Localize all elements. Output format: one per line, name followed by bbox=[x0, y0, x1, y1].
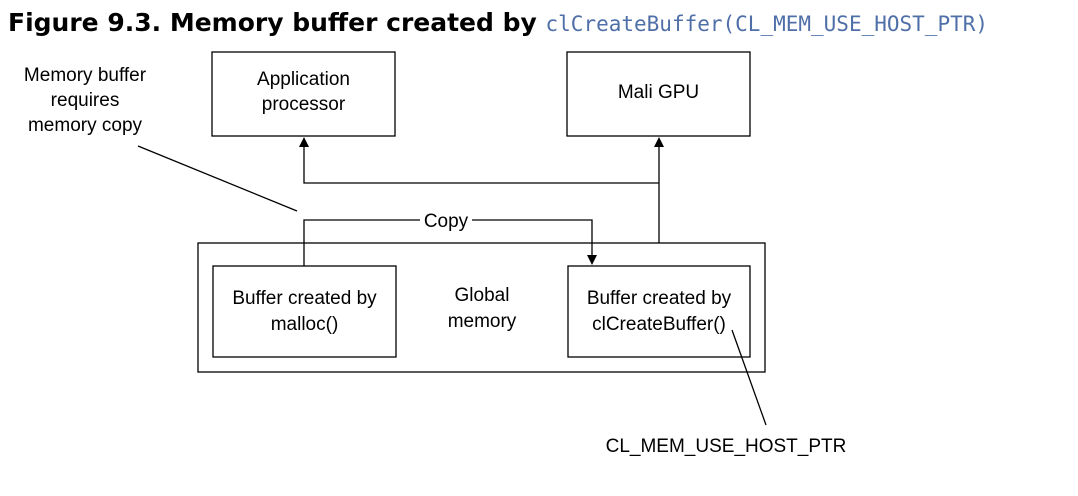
gpu-up-arrowhead bbox=[654, 137, 664, 147]
memory-copy-note-line-2: requires bbox=[51, 90, 120, 111]
caption-code: clCreateBuffer(CL_MEM_USE_HOST_PTR) bbox=[546, 12, 989, 36]
copy-path-line-right bbox=[472, 219, 593, 256]
malloc-buffer-box bbox=[212, 265, 397, 358]
malloc-buffer-node: Buffer created by malloc() bbox=[212, 265, 397, 358]
memory-copy-note-line-1: Memory buffer bbox=[24, 65, 147, 86]
figure-caption: Figure 9.3. Memory buffer created by clC… bbox=[8, 8, 988, 37]
app-processor-label-line-1: Application bbox=[257, 69, 350, 90]
caption-prefix: Figure 9.3. Memory buffer created by bbox=[8, 8, 546, 37]
copy-path-line-left bbox=[303, 219, 420, 266]
global-memory-label-line-2: memory bbox=[448, 311, 517, 332]
processor-bus-arrowhead bbox=[299, 137, 309, 147]
app-processor-box bbox=[211, 51, 396, 137]
host-ptr-note: CL_MEM_USE_HOST_PTR bbox=[606, 436, 847, 457]
mali-gpu-box bbox=[566, 51, 751, 137]
cl-buffer-label-line-1: Buffer created by bbox=[587, 288, 732, 309]
mali-gpu-label: Mali GPU bbox=[618, 82, 699, 103]
mali-gpu-node: Mali GPU bbox=[566, 51, 751, 137]
copy-arrowhead bbox=[587, 255, 597, 265]
cl-buffer-node: Buffer created by clCreateBuffer() bbox=[567, 265, 751, 358]
processor-bus-line bbox=[303, 146, 659, 184]
global-memory-label-line-1: Global bbox=[455, 285, 510, 306]
host-ptr-leader-line bbox=[731, 329, 767, 426]
copy-label: Copy bbox=[424, 211, 469, 232]
app-processor-node: Application processor bbox=[211, 51, 396, 137]
cl-buffer-label-line-2: clCreateBuffer() bbox=[592, 314, 726, 335]
memory-copy-note-line-3: memory copy bbox=[28, 115, 143, 136]
app-processor-label-line-2: processor bbox=[262, 94, 346, 115]
malloc-buffer-label-line-2: malloc() bbox=[271, 314, 339, 335]
memory-copy-leader-line bbox=[137, 145, 298, 212]
malloc-buffer-label-line-1: Buffer created by bbox=[232, 288, 377, 309]
cl-buffer-box bbox=[567, 265, 751, 358]
